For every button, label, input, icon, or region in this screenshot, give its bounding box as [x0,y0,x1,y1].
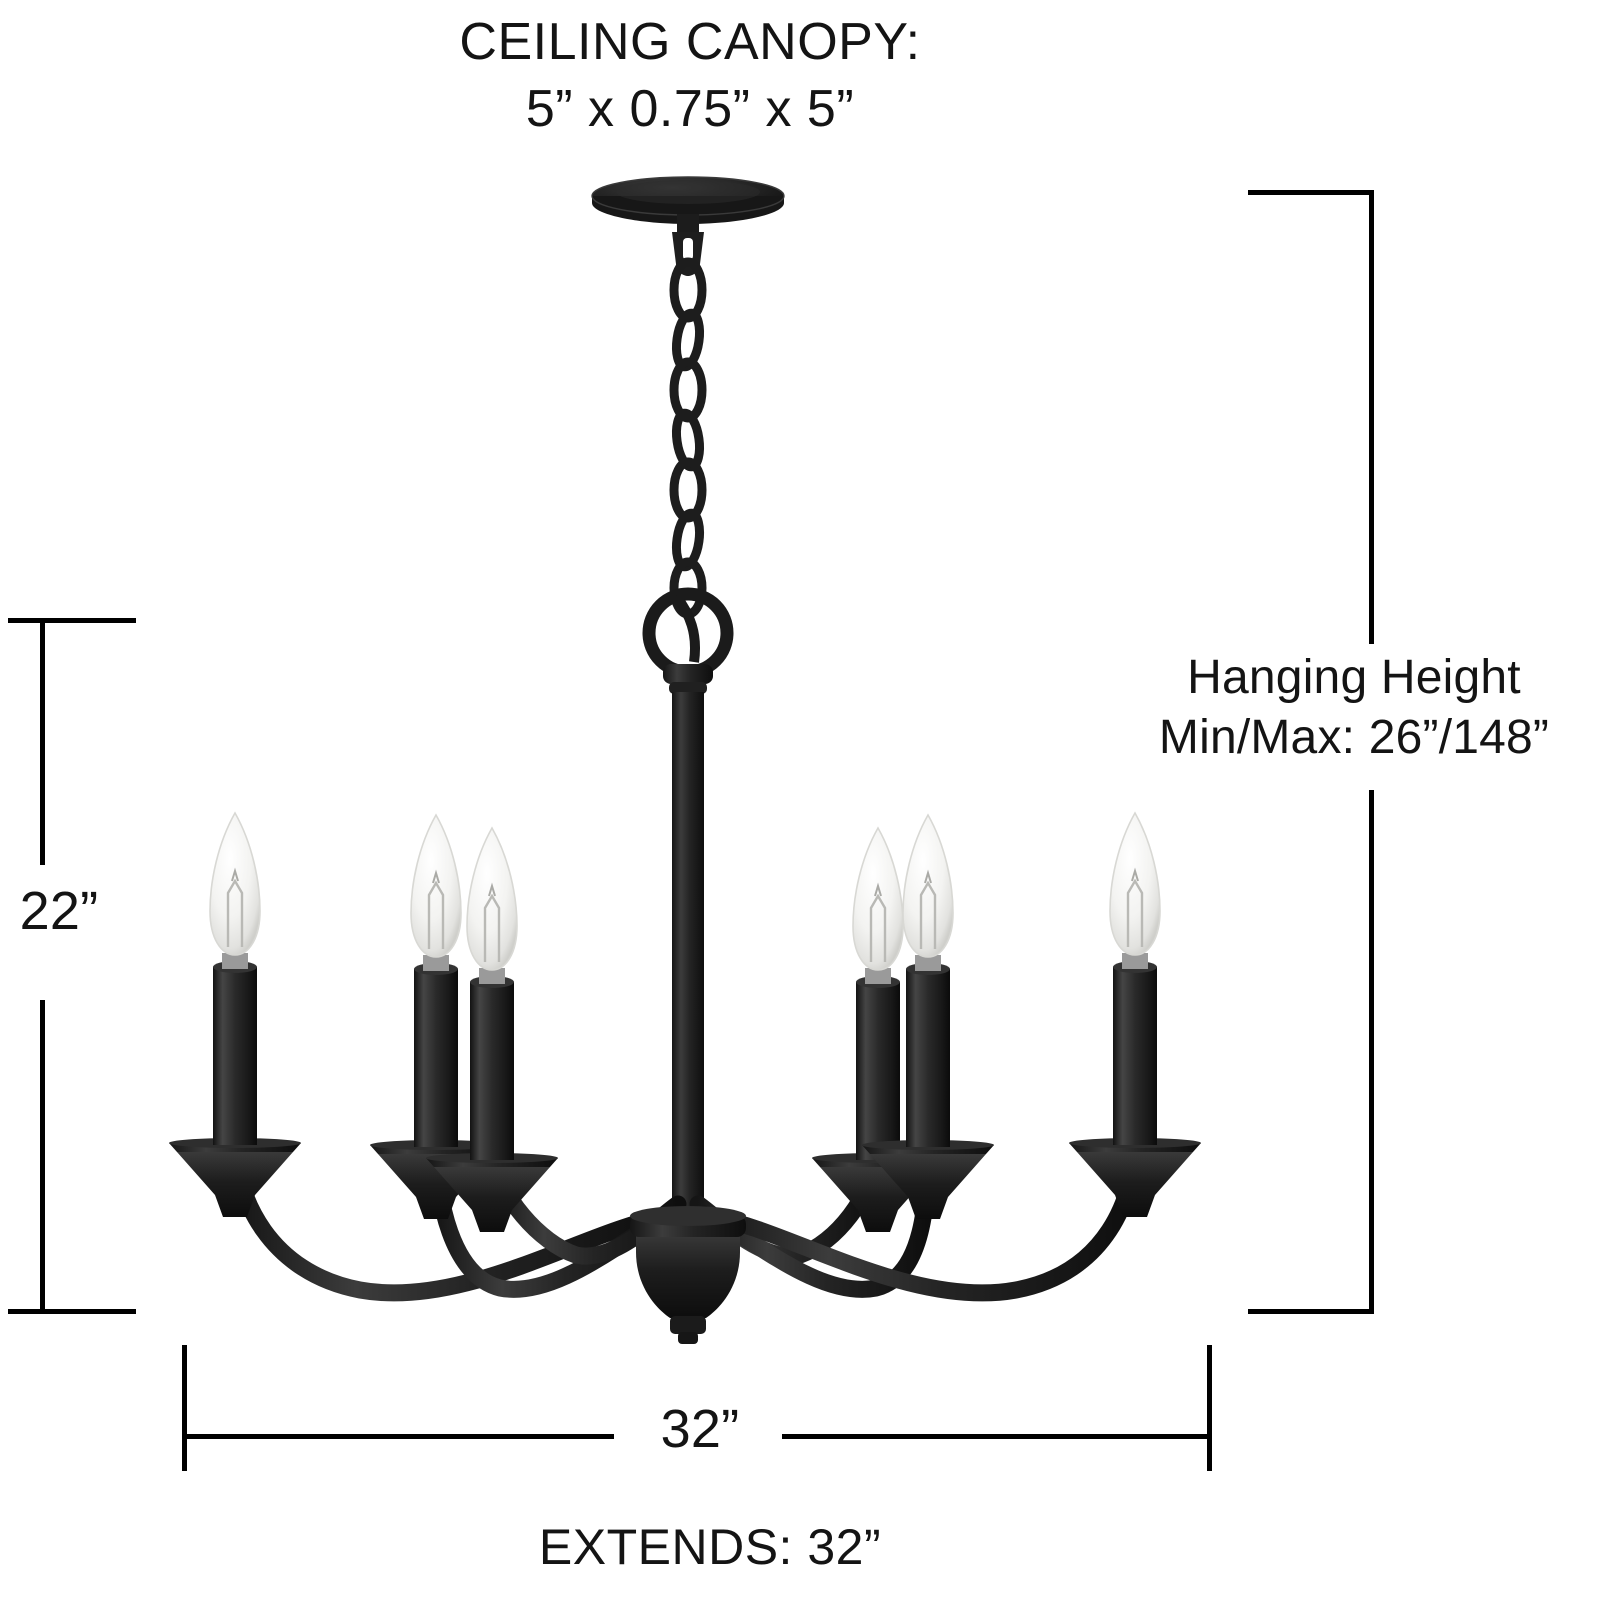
connector-ring [642,587,734,694]
width-dimension-line-left [184,1434,614,1439]
hanging-height-line-lower [1369,790,1374,1312]
ceiling-canopy-line2: 5” x 0.75” x 5” [525,80,855,139]
height-dimension-line-upper [40,620,45,865]
hanging-height-line-upper [1369,192,1374,644]
ceiling-canopy-label: CEILING CANOPY: 5” x 0.75” x 5” [0,12,1380,141]
width-dimension-value: 32” [660,1399,740,1459]
hanging-height-top-tick [1248,190,1374,195]
width-dimension-right-tick [1207,1345,1212,1471]
candle-light-1 [167,811,303,1219]
center-body-hub [630,1206,746,1344]
height-dimension-value: 22” [19,881,99,941]
ceiling-canopy-line1: CEILING CANOPY: [459,13,921,71]
width-dimension-line-right [782,1434,1210,1439]
hanging-height-line1: Hanging Height [1187,651,1521,704]
hanging-height-label: Hanging Height Min/Max: 26”/148” [1098,648,1610,767]
width-dimension-left-tick [182,1345,187,1471]
ceiling-canopy [591,176,785,224]
center-downrod [672,692,704,1212]
hanging-height-bottom-tick [1248,1309,1374,1314]
height-dimension-top-tick [8,618,136,623]
candle-light-6 [1067,811,1203,1219]
hanging-height-line2: Min/Max: 26”/148” [1158,710,1550,764]
hanging-chain [669,257,707,619]
height-dimension-line-lower [40,1000,45,1312]
extends-label: EXTENDS: 32” [538,1519,882,1575]
height-dimension-bottom-tick [8,1309,136,1314]
